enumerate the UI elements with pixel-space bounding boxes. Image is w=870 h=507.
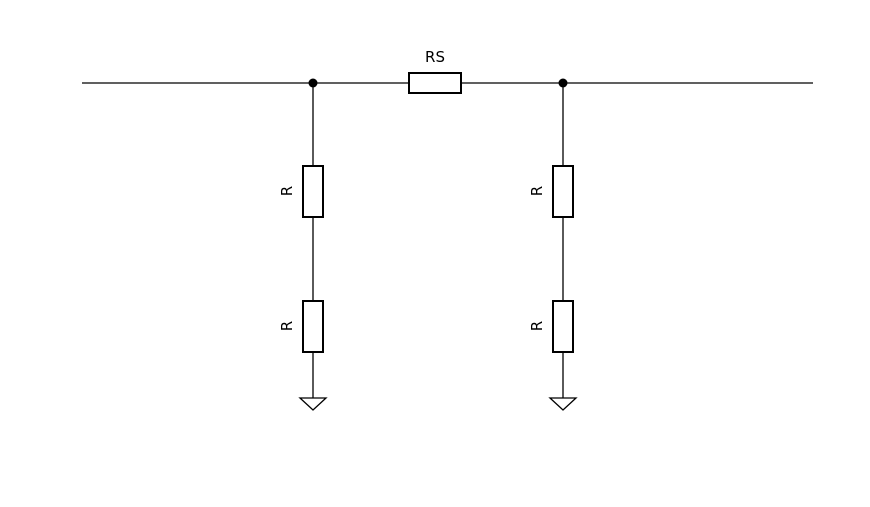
left-resistor-lower (302, 300, 324, 353)
right-resistor-upper-label: R (528, 186, 546, 196)
left-resistor-upper-label: R (278, 186, 296, 196)
right-resistor-lower (552, 300, 574, 353)
resistor-rs-label: RS (425, 48, 445, 66)
left-resistor-upper (302, 165, 324, 218)
right-resistor-lower-label: R (528, 321, 546, 331)
left-ground-symbol (298, 397, 328, 411)
resistor-rs (408, 72, 462, 94)
left-resistor-lower-label: R (278, 321, 296, 331)
right-resistor-upper (552, 165, 574, 218)
right-ground-symbol (548, 397, 578, 411)
